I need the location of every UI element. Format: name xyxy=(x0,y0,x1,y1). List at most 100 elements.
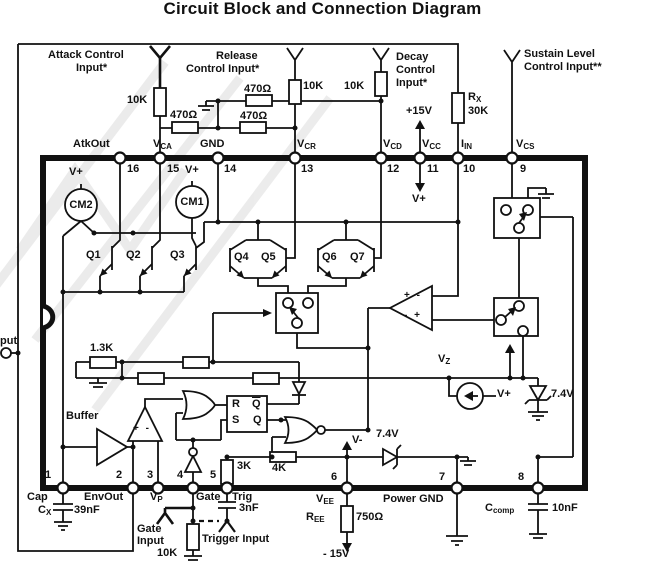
r4k-label: 4K xyxy=(272,462,287,474)
comparator-triangle xyxy=(388,284,433,332)
pin-11 xyxy=(413,151,427,165)
pin12-name: VCD xyxy=(383,138,402,151)
junction-dots xyxy=(15,98,541,524)
buffer-triangle xyxy=(96,427,129,467)
cm2-label: CM2 xyxy=(69,199,93,211)
q7-label: Q7 xyxy=(350,251,365,263)
or-gate xyxy=(181,390,217,420)
resistor-row-a xyxy=(182,356,210,369)
minus15-label: - 15V xyxy=(323,548,350,560)
pin5-number: 5 xyxy=(210,469,217,481)
pin15-name: VCA xyxy=(153,138,172,151)
current-mirror-cm1 xyxy=(175,185,209,219)
ff-r-label: R xyxy=(232,398,240,410)
plus15-label: +15V xyxy=(406,105,432,117)
opamp-triangle xyxy=(126,404,164,442)
arrowheads xyxy=(100,120,527,552)
pin4-name: Gate xyxy=(196,491,221,503)
pin-6 xyxy=(340,481,354,495)
pin6-number: 6 xyxy=(331,471,338,483)
page-title: Circuit Block and Connection Diagram xyxy=(163,0,482,18)
pin3-name: VP xyxy=(150,491,163,504)
pin4-number: 4 xyxy=(177,469,184,481)
pin7-name: Power GND xyxy=(383,493,444,505)
diode xyxy=(291,381,307,397)
resistors-top xyxy=(153,71,465,134)
resistor-attack-10k xyxy=(153,87,167,117)
gate-10k-label: 10K xyxy=(157,547,178,559)
sustain-input-label-2: Control Input** xyxy=(524,61,602,73)
flipflop-box xyxy=(226,395,268,433)
pin11-name: VCC xyxy=(422,138,441,151)
pin-9 xyxy=(505,151,519,165)
pin-12 xyxy=(374,151,388,165)
watermark xyxy=(0,59,334,413)
pin8-number: 8 xyxy=(518,471,525,483)
ccomp-value: 10nF xyxy=(552,502,578,514)
pin1-number: 1 xyxy=(45,469,52,481)
pin-1 xyxy=(56,481,70,495)
q5-label: Q5 xyxy=(261,251,276,263)
pin-13 xyxy=(288,151,302,165)
pin-7 xyxy=(450,481,464,495)
q6-label: Q6 xyxy=(322,251,337,263)
r470-a-label: 470Ω xyxy=(170,109,198,121)
decay-10k-label: 10K xyxy=(344,80,365,92)
resistor-3k xyxy=(220,459,234,485)
pin3-number: 3 xyxy=(147,469,154,481)
pin7-number: 7 xyxy=(439,471,446,483)
vminus-label: V- xyxy=(352,434,363,446)
cx-value: 39nF xyxy=(74,504,100,516)
resistor-470-b xyxy=(239,121,267,134)
q1-label: Q1 xyxy=(86,249,101,261)
inverter-triangle xyxy=(183,453,203,473)
resistor-1.3k xyxy=(89,356,117,369)
r13k-label: 1.3K xyxy=(90,342,114,354)
pin-4 xyxy=(186,481,200,495)
pin13-name: VCR xyxy=(297,138,316,151)
resistor-470-c xyxy=(245,94,273,107)
trigger-input-label: Trigger Input xyxy=(202,533,270,545)
vplus-cm2: V+ xyxy=(69,166,83,178)
pin-3 xyxy=(151,481,165,495)
pin-15 xyxy=(153,151,167,165)
pin14-number: 14 xyxy=(224,163,237,175)
ree-value: 750Ω xyxy=(356,511,384,523)
resistor-row-c xyxy=(252,372,280,385)
nor-bubble xyxy=(316,425,326,435)
rx-label: RX xyxy=(468,91,482,104)
decay-input-label-2: Control xyxy=(396,64,436,76)
blocks xyxy=(0,185,552,473)
pin2-name: EnvOut xyxy=(84,491,124,503)
pin16-number: 16 xyxy=(127,163,140,175)
vz-label: VZ xyxy=(438,353,451,366)
ff-qbar-label: Q xyxy=(252,398,261,410)
pin-10 xyxy=(451,151,465,165)
release-10k-label: 10K xyxy=(303,80,324,92)
attack-10k-label: 10K xyxy=(127,94,148,106)
ff-q-label: Q xyxy=(253,414,262,426)
vplus-cm1: V+ xyxy=(185,164,199,176)
gate-input-label-2: Input xyxy=(137,535,164,547)
cx-label: CX xyxy=(38,504,52,517)
pin5-name: Trig xyxy=(232,491,253,503)
q4-label: Q4 xyxy=(234,251,249,263)
attack-input-label-2: Input* xyxy=(76,62,108,74)
resistor-row-b xyxy=(137,372,165,385)
resistors-bottom xyxy=(89,356,354,551)
wires-bottom-external xyxy=(53,492,548,561)
pin9-number: 9 xyxy=(520,163,527,175)
resistor-ree xyxy=(340,505,354,533)
pin11-number: 11 xyxy=(427,163,439,175)
pin9-name: VCS xyxy=(516,138,535,151)
rx-value: 30K xyxy=(468,105,489,117)
current-mirror-cm2 xyxy=(64,188,98,222)
q2-label: Q2 xyxy=(126,249,141,261)
pin13-number: 13 xyxy=(301,163,314,175)
release-input-label-2: Control Input* xyxy=(186,63,260,75)
pin10-number: 10 xyxy=(463,163,476,175)
sustain-input-label-1: Sustain Level xyxy=(524,48,595,60)
zener-horizontal xyxy=(382,447,399,467)
